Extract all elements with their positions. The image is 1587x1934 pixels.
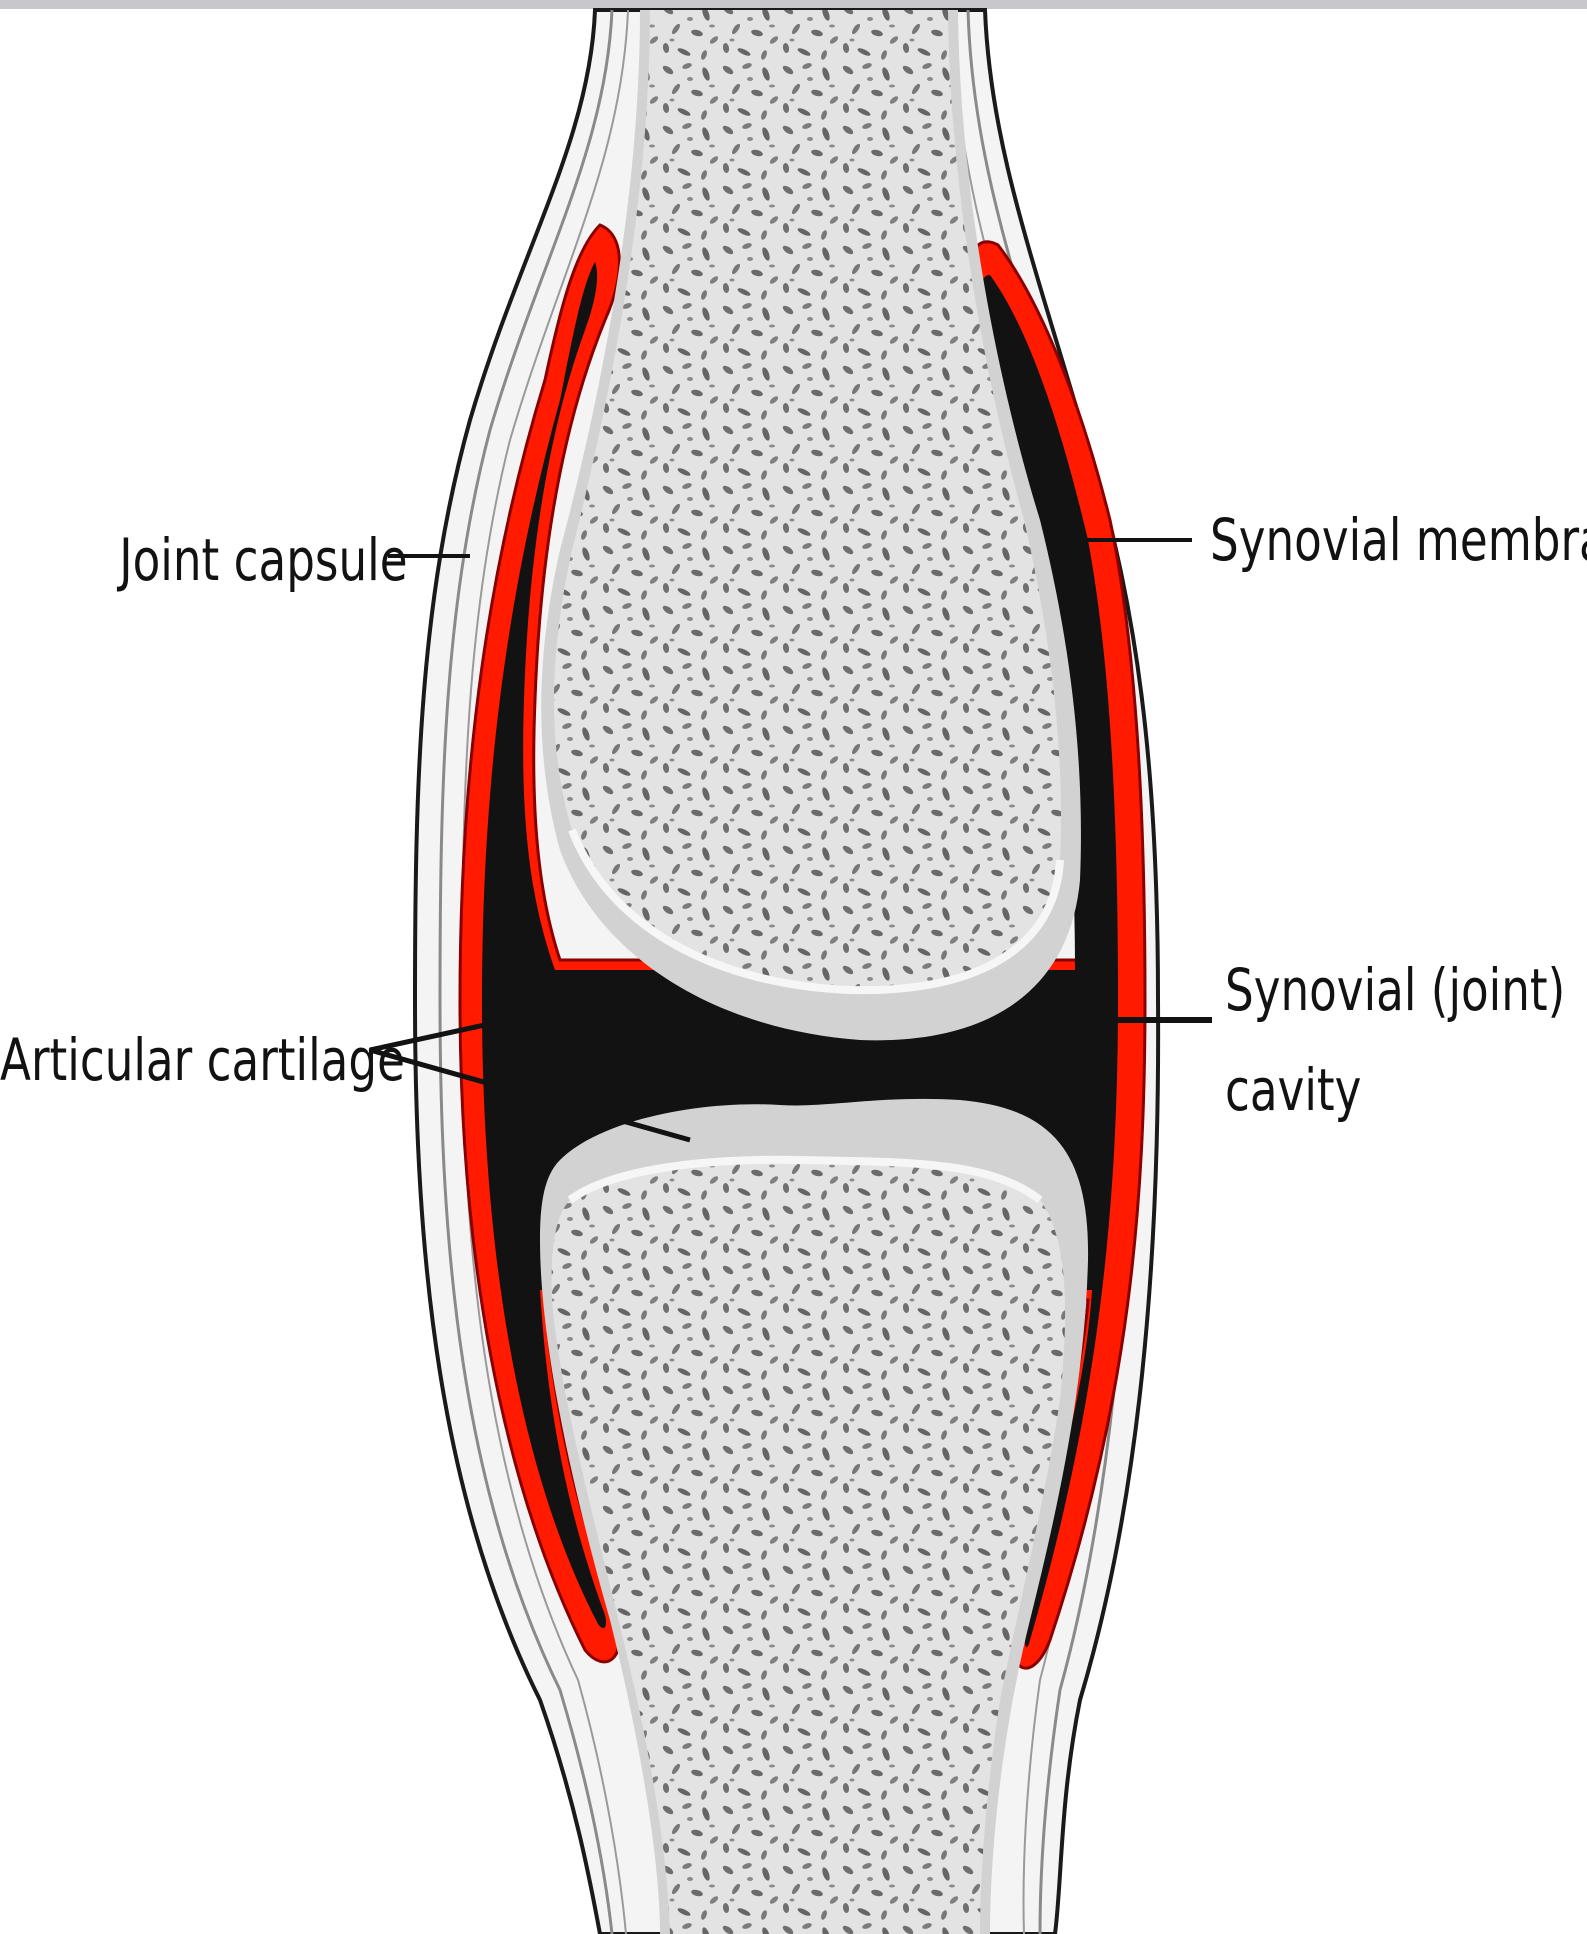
synovial-cavity-label-line2: cavity	[1225, 1058, 1361, 1125]
top-bar	[0, 0, 1587, 9]
synovial-membrane-label: Synovial membrane	[1210, 508, 1587, 575]
synovial-cavity-label-line1: Synovial (joint)	[1225, 958, 1565, 1025]
joint-capsule-label: Joint capsule	[117, 528, 408, 595]
articular-cartilage-label: Articular cartilage	[0, 1028, 405, 1095]
